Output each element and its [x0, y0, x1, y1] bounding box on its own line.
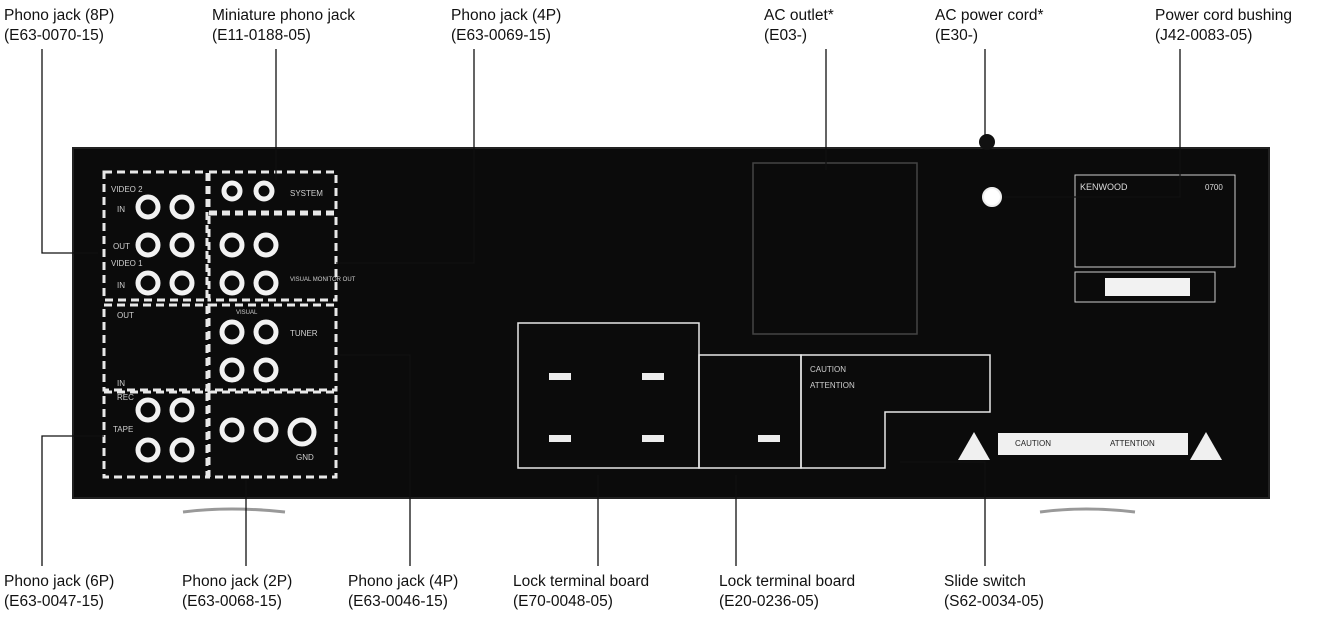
brand-label: KENWOOD [1080, 182, 1128, 192]
jack-block-io [102, 303, 209, 392]
foot-left [182, 507, 286, 514]
callout-ac-outlet: AC outlet* (E03-) [764, 6, 834, 46]
shock-triangle-icon [958, 432, 990, 460]
callout-name: Phono jack (4P) [348, 573, 459, 590]
warning-strip [998, 433, 1188, 455]
ac-power-cord [979, 134, 995, 150]
attention-text: ATTENTION [810, 381, 855, 390]
callout-phono-jack-4p-top: Phono jack (4P) (E63-0069-15) [451, 6, 561, 46]
jack-block-8p [102, 170, 209, 302]
callout-name: Phono jack (2P) [182, 573, 293, 590]
callout-part: (E11-0188-05) [212, 27, 311, 44]
video1-label: VIDEO 1 [111, 259, 143, 268]
serial-plate [1074, 271, 1216, 303]
serial-sticker [1105, 278, 1190, 296]
callout-name: AC power cord* [935, 7, 1044, 24]
callout-miniature-phono-jack: Miniature phono jack (E11-0188-05) [212, 6, 355, 46]
warning-triangle-icon [1190, 432, 1222, 460]
jack-block-6p [102, 390, 209, 479]
leader-lines [41, 49, 1181, 566]
svg-text:IN: IN [117, 281, 125, 290]
jack-block-4p-top [207, 212, 338, 302]
video2-label: VIDEO 2 [111, 185, 143, 194]
callout-lock-terminal-board-2: Lock terminal board (E20-0236-05) [719, 572, 855, 612]
svg-text:REC: REC [117, 393, 134, 402]
visual-monitor-label: VISUAL MONITOR OUT [290, 277, 356, 283]
callout-name: Lock terminal board [719, 573, 856, 590]
svg-text:OUT: OUT [113, 242, 130, 251]
callout-part: (E70-0048-05) [513, 593, 613, 610]
jacks [135, 180, 317, 463]
callout-ac-power-cord: AC power cord* (E30-) [935, 6, 1044, 46]
callout-lock-terminal-board-1: Lock terminal board (E70-0048-05) [513, 572, 649, 612]
callout-name: AC outlet* [764, 7, 834, 24]
rating-plate [1074, 174, 1236, 268]
ac-outlet-window [752, 162, 918, 335]
svg-text:TAPE: TAPE [113, 425, 133, 434]
callout-name: Power cord bushing [1155, 7, 1292, 24]
model-label: 0700 [1205, 183, 1223, 192]
callout-name: Phono jack (8P) [4, 7, 115, 24]
callout-slide-switch: Slide switch (S62-0034-05) [944, 572, 1044, 612]
callout-name: Lock terminal board [513, 573, 650, 590]
callout-part: (E63-0070-15) [4, 27, 104, 44]
callout-phono-jack-8p: Phono jack (8P) (E63-0070-15) [4, 6, 114, 46]
visual-label: VISUAL [236, 310, 258, 316]
callout-name: Phono jack (4P) [451, 7, 562, 24]
callout-phono-jack-2p: Phono jack (2P) (E63-0068-15) [182, 572, 292, 612]
caution-plate [800, 354, 991, 469]
svg-text:CAUTION: CAUTION [1015, 439, 1051, 448]
callout-phono-jack-4p-bottom: Phono jack (4P) (E63-0046-15) [348, 572, 458, 612]
jack-block-mini [207, 170, 338, 214]
svg-text:ATTENTION: ATTENTION [1110, 439, 1155, 448]
callout-name: Slide switch [944, 573, 1026, 590]
jack-block-4p-bottom [207, 390, 338, 479]
callout-phono-jack-6p: Phono jack (6P) (E63-0047-15) [4, 572, 114, 612]
gnd-label: GND [296, 453, 314, 462]
callout-part: (J42-0083-05) [1155, 27, 1253, 44]
callout-part: (E03-) [764, 27, 808, 44]
callout-name: Miniature phono jack [212, 7, 356, 24]
callout-part: (S62-0034-05) [944, 593, 1044, 610]
caution-text: CAUTION [810, 365, 846, 374]
svg-text:IN: IN [117, 205, 125, 214]
foot-right [1039, 507, 1136, 514]
power-cord-bushing [982, 187, 1002, 207]
speaker-terminals [549, 373, 780, 442]
callout-part: (E63-0068-15) [182, 593, 282, 610]
callout-part: (E63-0069-15) [451, 27, 551, 44]
callout-name: Phono jack (6P) [4, 573, 115, 590]
callout-part: (E63-0046-15) [348, 593, 448, 610]
tuner-label: TUNER [290, 329, 318, 338]
svg-text:OUT: OUT [117, 311, 134, 320]
system-label: SYSTEM [290, 189, 323, 198]
jack-block-2p [207, 303, 338, 392]
callout-part: (E20-0236-05) [719, 593, 819, 610]
callout-part: (E63-0047-15) [4, 593, 104, 610]
svg-text:IN: IN [117, 379, 125, 388]
callout-power-cord-bushing: Power cord bushing (J42-0083-05) [1155, 6, 1292, 46]
callout-part: (E30-) [935, 27, 979, 44]
